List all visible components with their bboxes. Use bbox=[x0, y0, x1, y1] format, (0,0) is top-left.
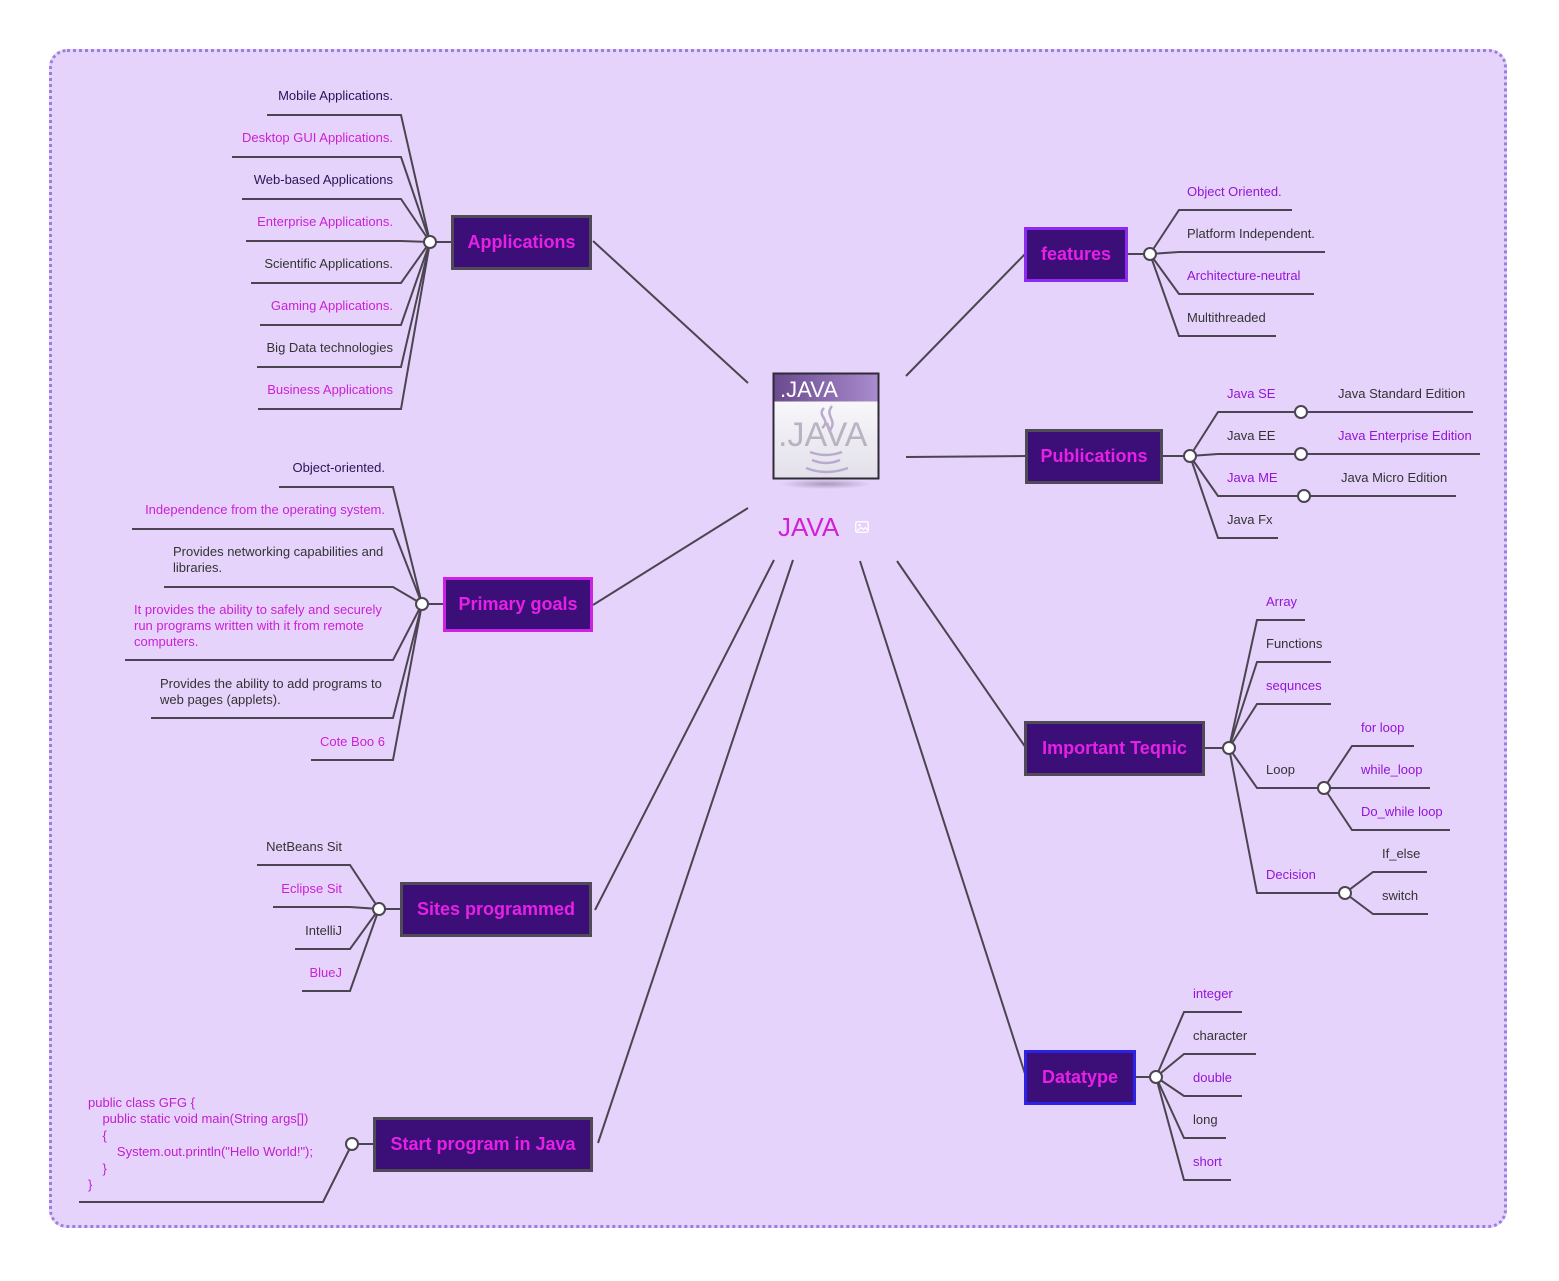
image-icon[interactable] bbox=[855, 521, 869, 533]
leaf-business-applications[interactable]: Business Applications bbox=[267, 382, 393, 397]
leaf-web-based-applications[interactable]: Web-based Applications bbox=[253, 172, 393, 187]
leaf-eclipse[interactable]: Eclipse Sit bbox=[281, 881, 342, 896]
leaf-java-ee[interactable]: Java EE bbox=[1227, 428, 1276, 443]
leaf-networking-capabilities[interactable]: Provides networking capabilities and lib… bbox=[173, 544, 384, 575]
branch-applications[interactable]: Applications bbox=[451, 215, 592, 270]
leaf-java-enterprise-edition[interactable]: Java Enterprise Edition bbox=[1338, 428, 1472, 443]
map-canvas bbox=[49, 49, 1507, 1228]
leaf-character[interactable]: character bbox=[1193, 1028, 1248, 1043]
leaf-functions[interactable]: Functions bbox=[1266, 636, 1323, 651]
branch-publications[interactable]: Publications bbox=[1025, 429, 1163, 484]
branch-features[interactable]: features bbox=[1024, 227, 1128, 282]
central-topic-title[interactable]: JAVA bbox=[778, 512, 840, 542]
leaf-for-loop[interactable]: for loop bbox=[1361, 720, 1405, 735]
leaf-array[interactable]: Array bbox=[1266, 594, 1298, 609]
leaf-java-se[interactable]: Java SE bbox=[1227, 386, 1276, 401]
leaf-secure-remote-programs[interactable]: It provides the ability to safely and se… bbox=[134, 602, 382, 649]
leaf-long[interactable]: long bbox=[1193, 1112, 1218, 1127]
leaf-java-micro-edition[interactable]: Java Micro Edition bbox=[1341, 470, 1448, 485]
leaf-if-else[interactable]: If_else bbox=[1382, 846, 1421, 861]
leaf-platform-independent[interactable]: Platform Independent. bbox=[1187, 226, 1315, 241]
leaf-decision[interactable]: Decision bbox=[1266, 867, 1316, 882]
branch-start-program[interactable]: Start program in Java bbox=[373, 1117, 593, 1172]
branch-important-teqnic[interactable]: Important Teqnic bbox=[1024, 721, 1205, 776]
leaf-os-independence[interactable]: Independence from the operating system. bbox=[145, 502, 385, 517]
leaf-object-oriented-feature[interactable]: Object Oriented. bbox=[1187, 184, 1282, 199]
leaf-applets[interactable]: Provides the ability to add programs to … bbox=[160, 676, 382, 707]
leaf-enterprise-applications[interactable]: Enterprise Applications. bbox=[257, 214, 393, 229]
leaf-desktop-gui-applications[interactable]: Desktop GUI Applications. bbox=[241, 130, 393, 145]
leaf-do-while-loop[interactable]: Do_while loop bbox=[1361, 804, 1443, 819]
leaf-double[interactable]: double bbox=[1193, 1070, 1233, 1085]
edge-center-primary-goals bbox=[592, 507, 749, 606]
java-file-icon[interactable]: .JAVA .JAVA bbox=[772, 372, 880, 490]
java-watermark-text: .JAVA bbox=[778, 416, 868, 454]
leaf-java-standard-edition[interactable]: Java Standard Edition bbox=[1338, 386, 1466, 401]
branch-sites-programmed[interactable]: Sites programmed bbox=[400, 882, 592, 937]
coffee-cup-icon bbox=[805, 405, 849, 474]
leaf-short[interactable]: short bbox=[1193, 1154, 1222, 1169]
branch-primary-goals[interactable]: Primary goals bbox=[443, 577, 593, 632]
branch-datatype[interactable]: Datatype bbox=[1024, 1050, 1136, 1105]
leaf-integer[interactable]: integer bbox=[1193, 986, 1233, 1001]
edge-center-datatype bbox=[859, 560, 1027, 1078]
leaf-object-oriented[interactable]: Object-oriented. bbox=[292, 460, 386, 475]
edge-center-features bbox=[905, 252, 1027, 377]
leaf-loop[interactable]: Loop bbox=[1266, 762, 1295, 777]
edge-center-teqnic bbox=[896, 560, 1027, 749]
leaf-java-fx[interactable]: Java Fx bbox=[1227, 512, 1273, 527]
leaf-cote-boo[interactable]: Cote Boo 6 bbox=[319, 734, 385, 749]
java-banner-text: .JAVA bbox=[780, 377, 838, 402]
leaf-bluej[interactable]: BlueJ bbox=[309, 965, 342, 980]
edge-center-publications bbox=[905, 455, 1027, 458]
leaf-netbeans[interactable]: NetBeans Sit bbox=[266, 839, 342, 854]
leaf-switch[interactable]: switch bbox=[1382, 888, 1419, 903]
leaf-multithreaded[interactable]: Multithreaded bbox=[1187, 310, 1266, 325]
edge-center-sites bbox=[594, 559, 775, 911]
leaf-scientific-applications[interactable]: Scientific Applications. bbox=[264, 256, 393, 271]
leaf-java-me[interactable]: Java ME bbox=[1227, 470, 1278, 485]
leaf-hello-world-code[interactable]: public class GFG { public static void ma… bbox=[88, 1095, 313, 1193]
leaf-architecture-neutral[interactable]: Architecture-neutral bbox=[1187, 268, 1301, 283]
leaf-mobile-applications[interactable]: Mobile Applications. bbox=[278, 88, 393, 103]
edge-center-start bbox=[597, 559, 794, 1144]
leaf-sequnces[interactable]: sequnces bbox=[1266, 678, 1322, 693]
leaf-gaming-applications[interactable]: Gaming Applications. bbox=[270, 298, 393, 313]
leaf-intellij[interactable]: IntelliJ bbox=[305, 923, 342, 938]
leaf-big-data-technologies[interactable]: Big Data technologies bbox=[266, 340, 393, 355]
edge-center-applications bbox=[592, 240, 749, 384]
leaf-while-loop[interactable]: while_loop bbox=[1361, 762, 1423, 777]
